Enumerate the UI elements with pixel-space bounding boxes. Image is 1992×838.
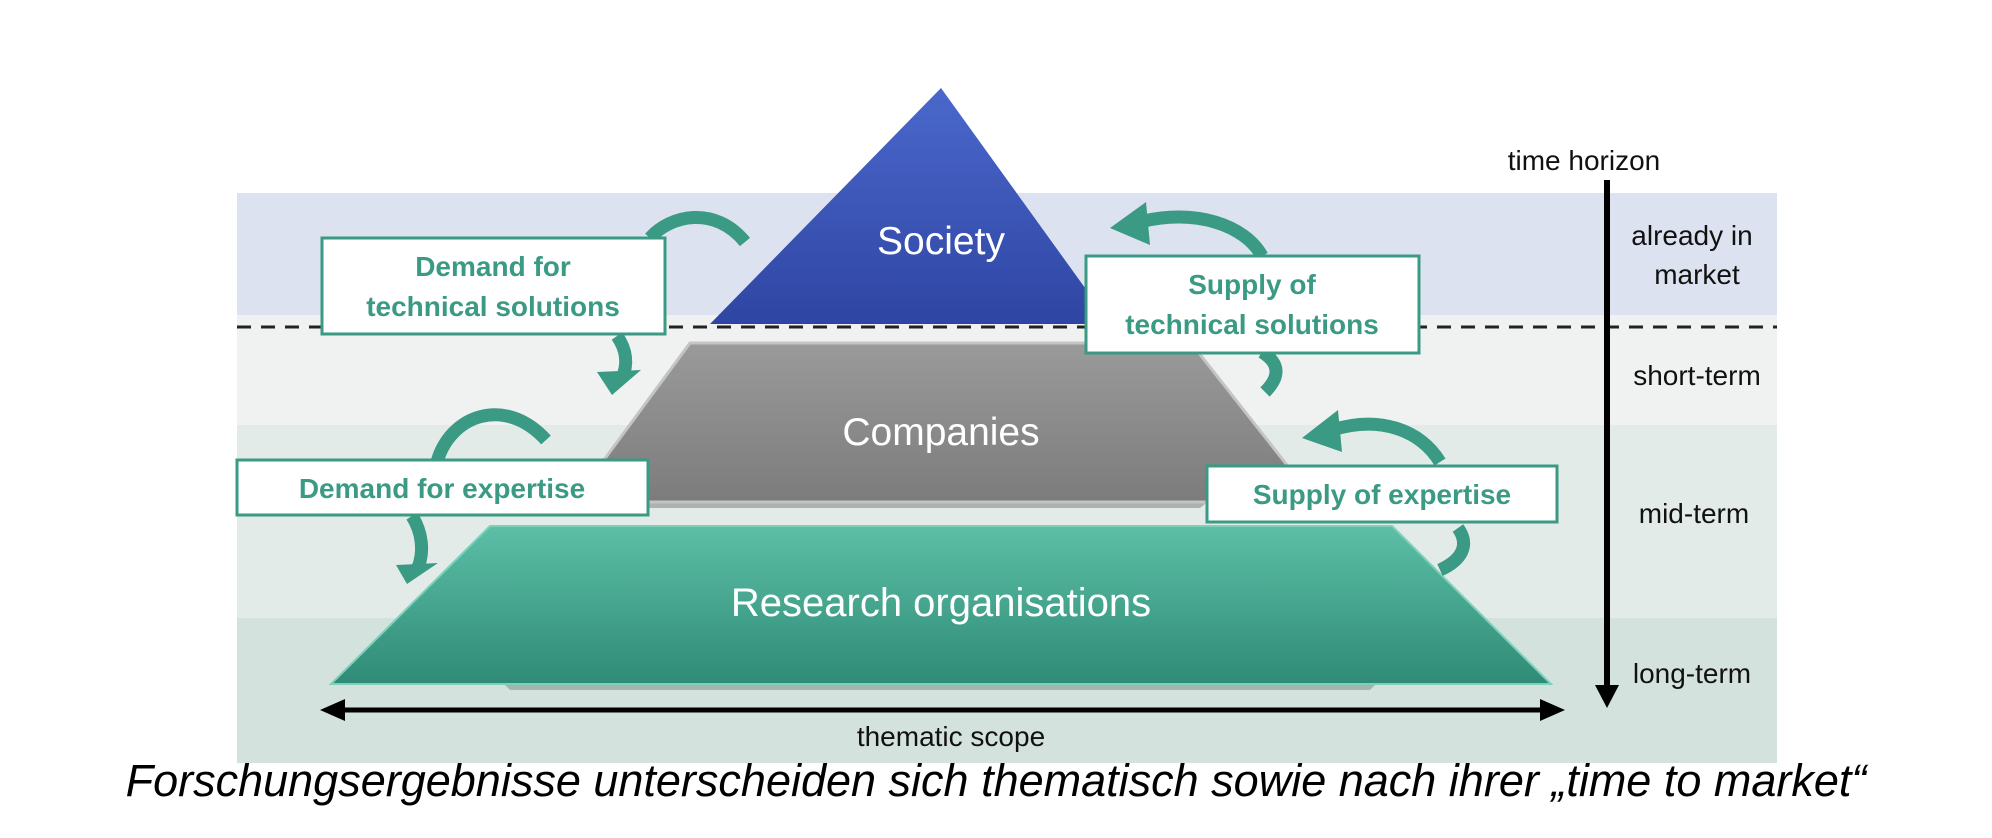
society-label: Society bbox=[877, 220, 1005, 263]
supply-expertise-label: Supply of expertise bbox=[1253, 479, 1511, 510]
band-label-already-line1: already in bbox=[1631, 220, 1752, 251]
supply-expertise-box bbox=[1205, 464, 1559, 524]
arrow-demand-technical-upper bbox=[645, 211, 751, 247]
demand-technical-label-line2: technical solutions bbox=[366, 291, 620, 322]
thematic-scope-arrowhead-left bbox=[320, 699, 345, 721]
research-organisations-label: Research organisations bbox=[731, 581, 1151, 625]
demand-technical-label-line1: Demand for bbox=[415, 251, 571, 282]
arrowhead-demand-expertise bbox=[396, 563, 438, 584]
arrow-supply-technical-lower bbox=[1258, 346, 1283, 397]
supply-technical-box bbox=[1084, 254, 1421, 355]
arrow-supply-technical-upper bbox=[1138, 210, 1268, 260]
flow-arrows bbox=[406, 210, 1470, 576]
band-label-mid-term: mid-term bbox=[1639, 498, 1749, 529]
arrow-supply-expertise-lower bbox=[1437, 524, 1470, 576]
band-label-long-term: long-term bbox=[1633, 658, 1751, 689]
flow-arrowheads bbox=[396, 202, 1342, 584]
demand-technical-box bbox=[320, 236, 667, 336]
arrowhead-supply-technical bbox=[1110, 202, 1150, 245]
time-horizon-title: time horizon bbox=[1508, 145, 1661, 176]
band-label-already-line2: market bbox=[1654, 259, 1740, 290]
time-horizon-arrowhead bbox=[1595, 685, 1619, 708]
supply-technical-label-line1: Supply of bbox=[1188, 269, 1316, 300]
supply-technical-label-line2: technical solutions bbox=[1125, 309, 1379, 340]
figure-caption: Forschungsergebnisse unterscheiden sich … bbox=[125, 755, 1867, 806]
arrow-supply-expertise-upper bbox=[1330, 417, 1446, 466]
arrowhead-demand-technical bbox=[597, 370, 641, 395]
arrowhead-supply-expertise bbox=[1302, 410, 1342, 452]
thematic-scope-arrowhead-right bbox=[1540, 699, 1565, 721]
society-layer bbox=[710, 88, 1111, 324]
band-label-short-term: short-term bbox=[1633, 360, 1761, 391]
thematic-scope-label: thematic scope bbox=[857, 721, 1045, 752]
arrow-demand-expertise-upper bbox=[430, 408, 551, 465]
demand-expertise-label: Demand for expertise bbox=[299, 473, 585, 504]
demand-expertise-box bbox=[235, 458, 650, 517]
companies-label: Companies bbox=[842, 411, 1039, 454]
research-organisations-layer bbox=[328, 525, 1554, 685]
